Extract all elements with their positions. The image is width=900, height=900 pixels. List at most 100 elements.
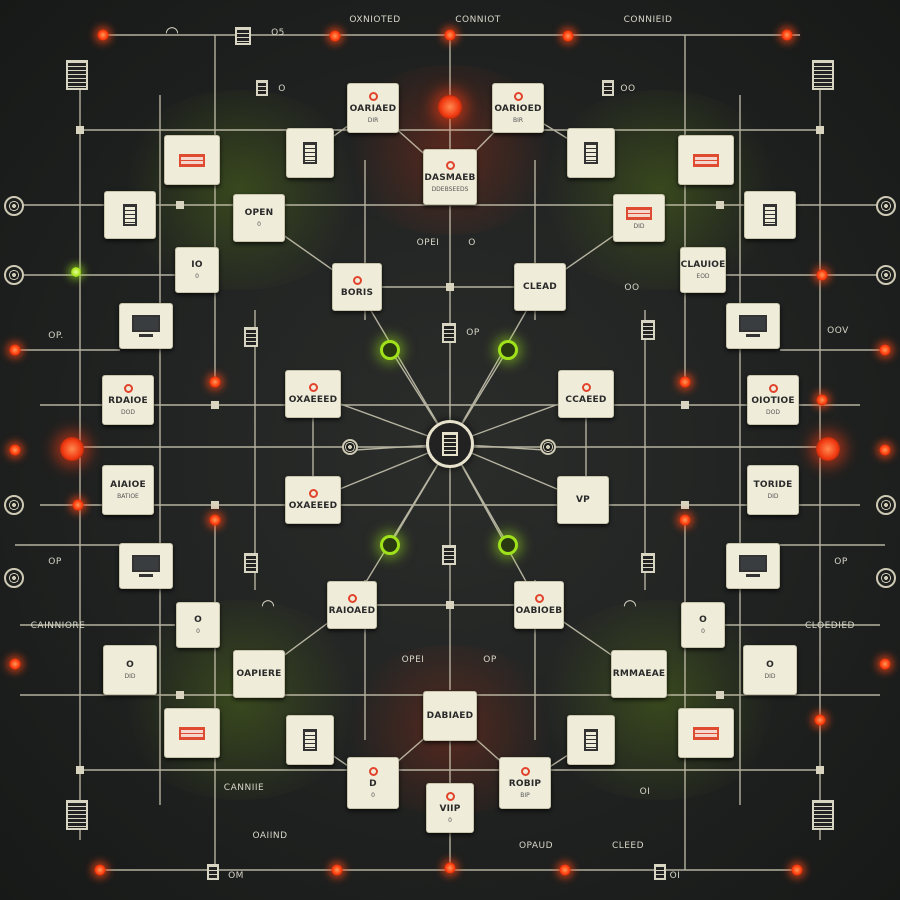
red-led [816,394,828,406]
node-sublabel: 0 [448,817,452,824]
mini-server-icon [641,320,655,340]
device-node-n22[interactable]: OXAEEED [285,476,341,524]
server-tower-icon [303,142,317,164]
wire-label: OP. [48,331,64,341]
port-coil-icon [342,439,358,455]
status-ring-icon [768,384,778,393]
device-node-n5[interactable] [678,135,734,185]
display-panel-icon [693,153,719,167]
device-node-n34[interactable]: OAPIERE [233,650,285,698]
green-status-led [380,535,400,555]
monitor-icon [739,555,767,572]
device-node-n17[interactable] [726,303,780,349]
mini-server-icon [442,323,456,343]
wire-label: OP [48,557,62,567]
green-status-led [498,340,518,360]
monitor-icon [132,315,160,332]
device-node-n21[interactable]: CCAEED [558,370,614,418]
display-panel-icon [179,726,205,740]
node-sublabel: BIR [512,117,524,124]
monitor-stand-icon [139,574,153,577]
device-node-n27[interactable] [726,543,780,589]
display-panel-icon [626,206,652,220]
wifi-icon: ◠ [623,595,637,615]
device-node-n39[interactable] [567,715,615,765]
device-node-n8[interactable] [104,191,156,239]
monitor-stand-icon [746,334,760,337]
status-ring-icon [534,594,544,603]
port-coil-icon [540,439,556,455]
wire-label: O5 [271,28,285,38]
central-server-hub[interactable] [426,420,474,468]
node-sublabel: DID [633,222,645,230]
device-node-n20[interactable]: OXAEEED [285,370,341,418]
device-node-n7[interactable] [567,128,615,178]
wire-label: CAINNIORE [30,621,86,631]
device-node-n37[interactable] [678,708,734,758]
node-label: CCAEED [565,395,607,405]
server-tower-icon [763,204,777,226]
node-sublabel: BATIOE [117,493,139,500]
green-status-led [380,340,400,360]
node-label: CLAUIOE [680,260,726,270]
node-label: OXAEEED [288,395,338,405]
small-device-icon [654,864,666,880]
red-led [329,30,341,42]
device-node-n14[interactable]: BORIS [332,263,382,311]
device-node-n6[interactable] [286,128,334,178]
display-panel-icon [693,726,719,740]
port-coil-icon [876,196,896,216]
device-node-n38[interactable] [286,715,334,765]
wire-label: CLOEDIED [805,621,855,631]
wire-label: OM [228,871,244,881]
monitor-stand-icon [139,334,153,337]
node-label: O [126,660,134,670]
mini-server-icon [244,327,258,347]
device-node-n28[interactable]: RAIOAED [327,581,377,629]
wire-label: O [468,238,476,248]
corner-server-icon [812,60,834,90]
node-sublabel: DID [767,493,779,500]
device-node-n23[interactable]: VP [557,476,609,524]
wire-label: CANNIIE [223,783,265,793]
device-node-n40[interactable]: DABIAED [423,691,477,741]
red-led [562,30,574,42]
red-led [879,444,891,456]
device-node-n26[interactable] [119,543,173,589]
server-tower-icon [123,204,137,226]
device-node-n36[interactable] [164,708,220,758]
device-node-n9[interactable] [744,191,796,239]
device-node-n29[interactable]: OABIOEB [514,581,564,629]
device-node-n4[interactable] [164,135,220,185]
red-status-led [60,437,84,461]
red-status-led [438,95,462,119]
green-led [71,267,81,277]
node-sublabel: DOD [766,409,780,416]
status-ring-icon [352,276,362,285]
device-node-n16[interactable] [119,303,173,349]
wire-label: OP [834,557,848,567]
device-node-n15[interactable]: CLEAD [514,263,566,311]
wifi-icon: ◠ [165,22,179,42]
red-led [97,29,109,41]
device-node-n11[interactable]: DID [613,194,665,242]
red-led [72,499,84,511]
device-node-n35[interactable]: RMMAEAE [611,650,667,698]
